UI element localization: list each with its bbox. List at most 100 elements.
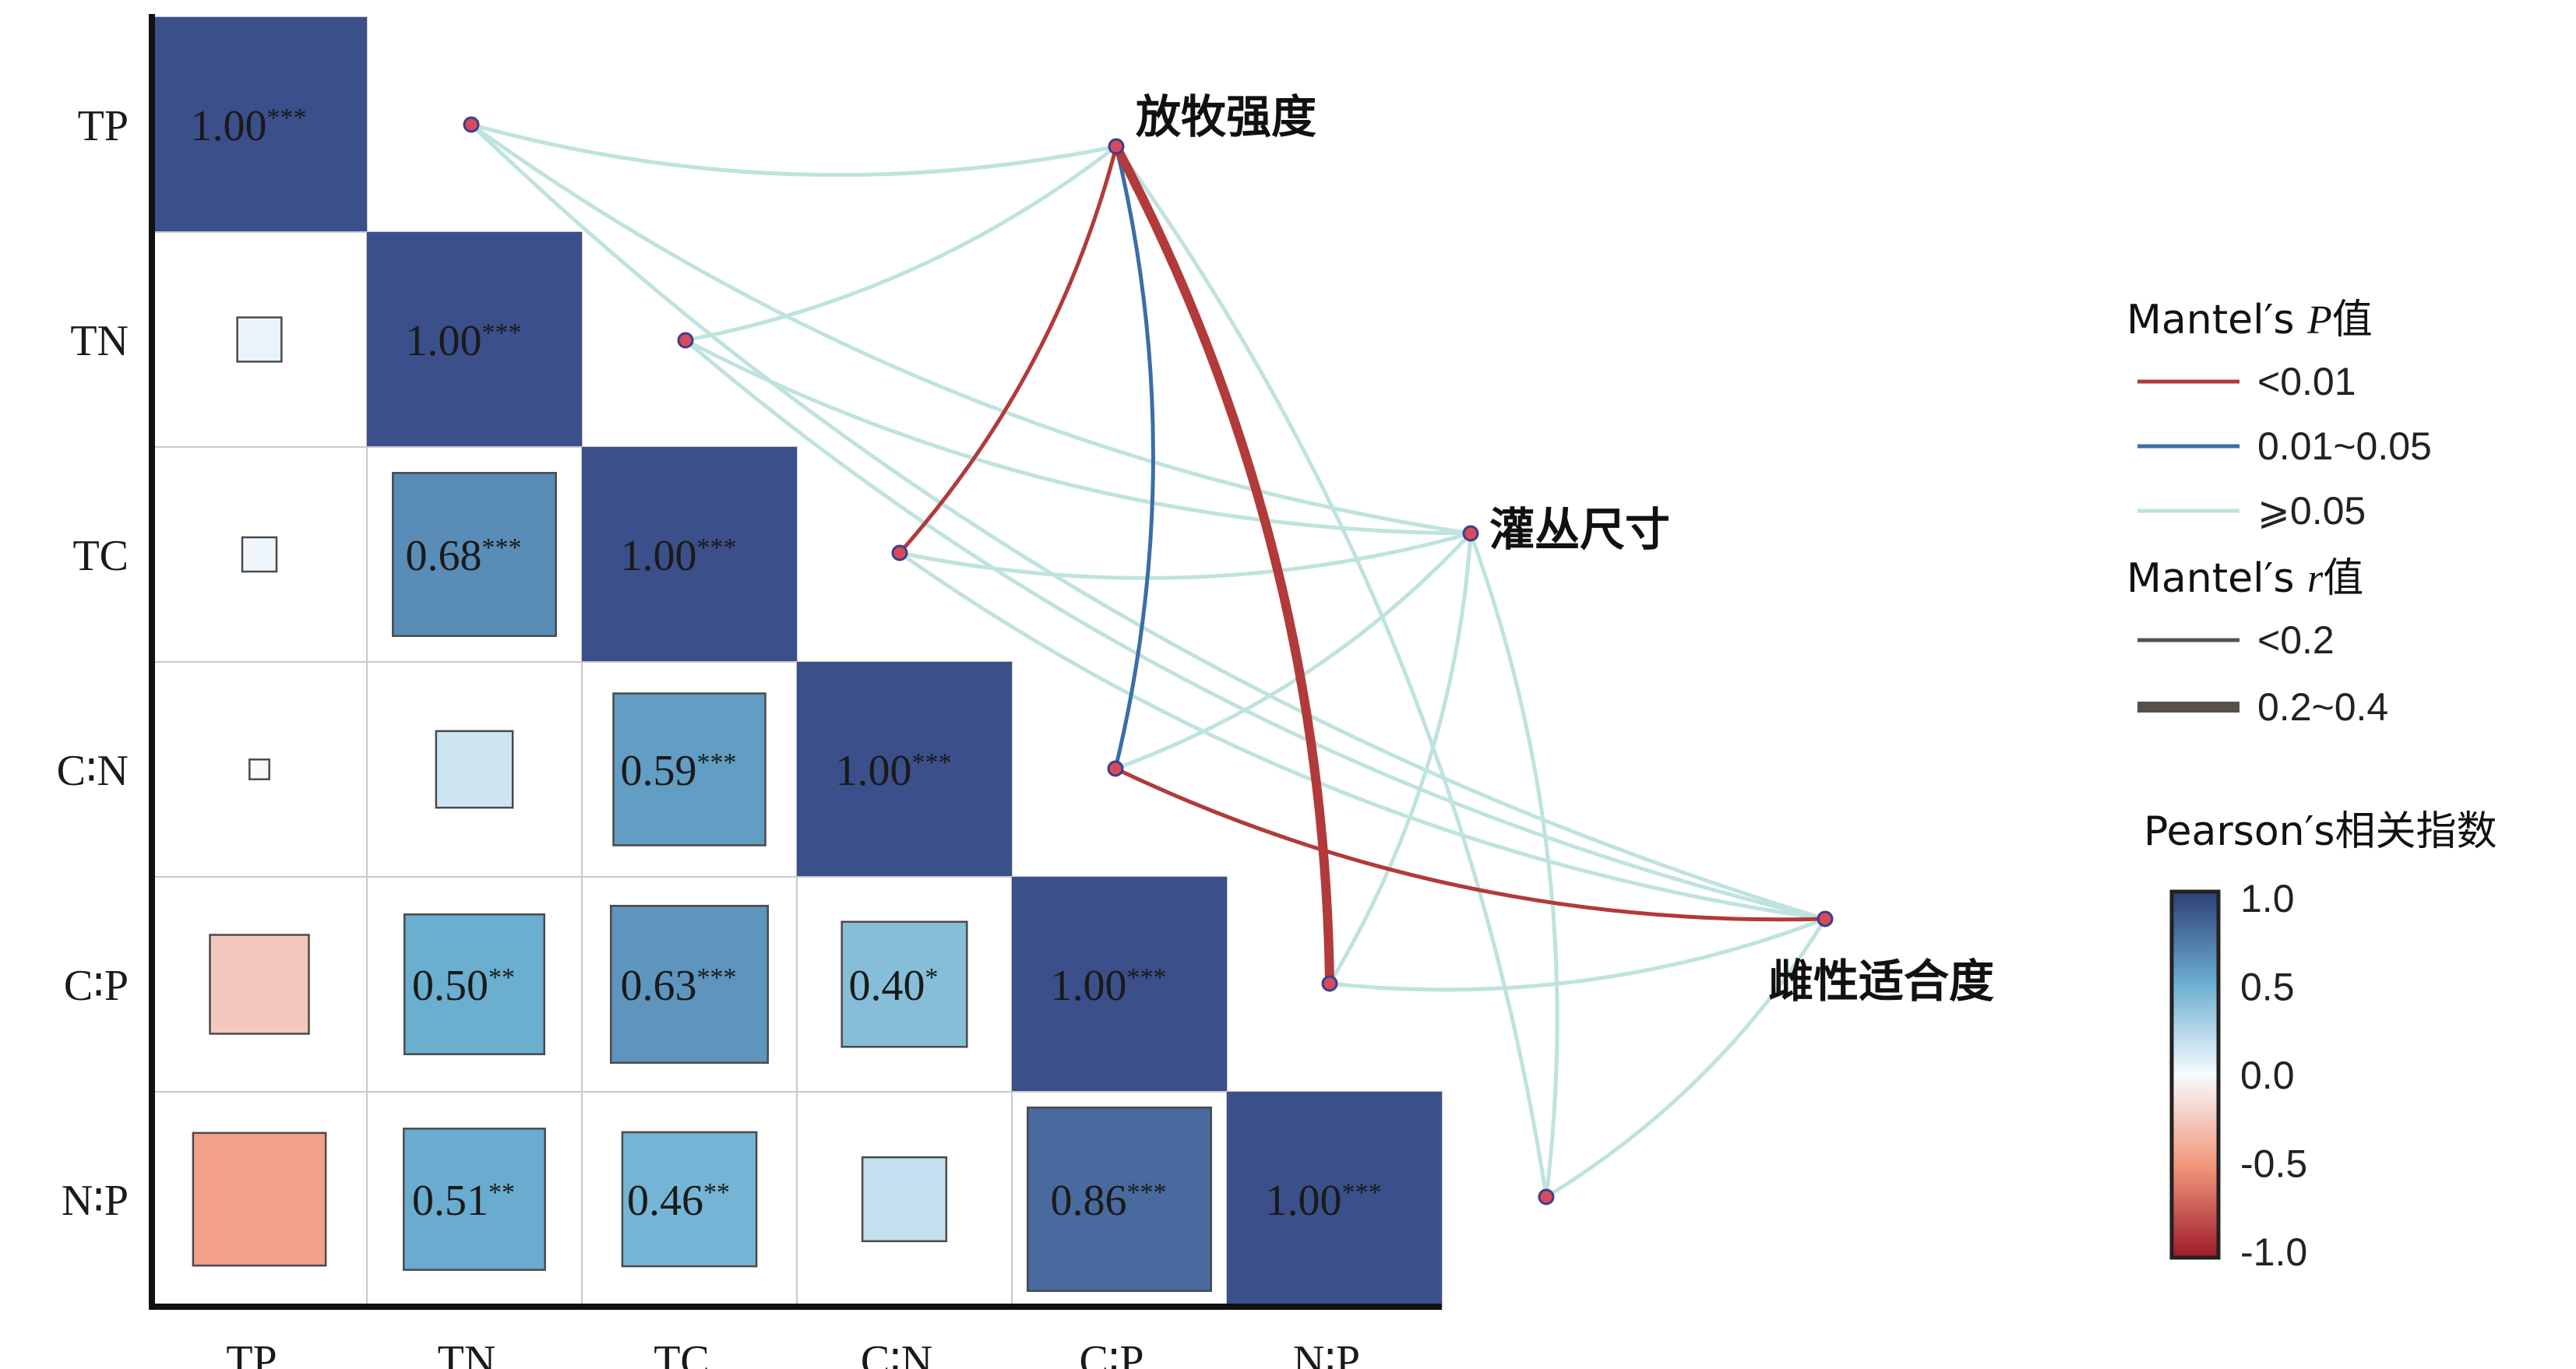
mantel-link-line — [897, 551, 1827, 921]
significance-stars: *** — [697, 748, 737, 777]
target-label: 放牧强度 — [1136, 90, 1316, 143]
correlation-square — [248, 758, 270, 780]
colorbar-title: Pearson′s相关指数 — [2144, 808, 2497, 855]
mantel-link-line — [1114, 144, 1549, 1199]
matrix-cell: 0.51** — [366, 1091, 583, 1307]
colorbar-tick-label: -0.5 — [2240, 1142, 2307, 1186]
mantel-link-line — [1113, 531, 1473, 771]
correlation-square — [435, 730, 514, 809]
correlation-square — [1027, 1107, 1212, 1292]
significance-stars: *** — [482, 318, 522, 347]
matrix-cell — [151, 661, 368, 878]
link-node-dot — [463, 116, 480, 133]
p-legend-label: ⩾0.05 — [2257, 489, 2366, 533]
link-node-dot — [1108, 138, 1125, 155]
mantel-links — [469, 122, 1827, 1199]
matrix-cell: 0.68*** — [366, 446, 583, 663]
p-legend-title: Mantel′s P值 — [2127, 297, 2373, 343]
colorbar-tick-label: 0.5 — [2240, 966, 2295, 1009]
p-legend-label: 0.01~0.05 — [2257, 424, 2432, 468]
significance-stars: ** — [488, 963, 515, 992]
matrix-cell: 1.00*** — [581, 446, 798, 663]
significance-stars: * — [925, 963, 939, 992]
matrix-cell — [796, 1091, 1013, 1307]
correlation-square — [236, 316, 283, 363]
link-node-dot — [1462, 525, 1479, 542]
target-label: 灌丛尺寸 — [1489, 503, 1670, 556]
correlation-square — [1012, 877, 1227, 1092]
r-legend-label: 0.2~0.4 — [2257, 685, 2388, 729]
matrix-cell — [366, 661, 583, 878]
y-tick-label: C∶N — [57, 747, 129, 795]
mantel-link-line — [683, 338, 1827, 921]
significance-stars: *** — [1127, 1178, 1167, 1207]
x-tick-label: TC — [654, 1337, 710, 1369]
correlation-square — [609, 904, 770, 1065]
significance-stars: *** — [1342, 1178, 1382, 1207]
highlight-frame — [1014, 1094, 1225, 1304]
target-label: 雌性适合度 — [1768, 955, 1994, 1008]
matrix-cell — [151, 446, 368, 663]
colorbar-tick-label: -1.0 — [2240, 1230, 2307, 1274]
significance-stars: *** — [697, 533, 737, 562]
correlation-square — [840, 920, 968, 1048]
matrix-cell: 1.00*** — [151, 16, 368, 233]
colorbar — [2169, 889, 2221, 1260]
matrix-cell: 0.59*** — [581, 661, 798, 878]
y-tick-label: TP — [78, 102, 129, 150]
y-tick-label: C∶P — [64, 962, 129, 1010]
link-node-dot — [677, 332, 694, 349]
mantel-link-line — [1327, 917, 1827, 992]
correlation-matrix: 1.00***1.00***0.68***1.00***0.59***1.00*… — [151, 16, 1443, 1307]
mantel-link-line — [897, 531, 1473, 580]
mantel-link-line — [1327, 531, 1473, 986]
significance-stars: *** — [482, 533, 522, 562]
significance-stars: *** — [267, 104, 307, 132]
matrix-cell: 1.00*** — [366, 231, 583, 448]
r-legend-title: Mantel′s r值 — [2127, 555, 2363, 602]
matrix-cell: 1.00*** — [796, 661, 1013, 878]
correlation-square — [582, 447, 797, 662]
link-node-dot — [1817, 910, 1834, 927]
correlation-square — [861, 1156, 948, 1243]
matrix-cell — [151, 1091, 368, 1307]
significance-stars: *** — [697, 963, 737, 992]
correlation-square — [209, 934, 310, 1035]
matrix-cell: 1.00*** — [1011, 876, 1228, 1093]
significance-stars: ** — [488, 1178, 515, 1207]
matrix-cell — [151, 876, 368, 1093]
matrix-cell: 0.63*** — [581, 876, 798, 1093]
x-tick-label: TP — [226, 1337, 277, 1369]
link-node-dot — [1107, 760, 1124, 777]
correlation-square — [241, 536, 278, 573]
x-tick-label: TN — [438, 1337, 496, 1369]
r-legend-label: <0.2 — [2257, 618, 2335, 662]
y-tick-label: N∶P — [62, 1177, 129, 1225]
x-tick-label: C∶N — [861, 1337, 932, 1369]
cell-value-label: 0.40* — [849, 962, 939, 1010]
matrix-cell: 0.40* — [796, 876, 1013, 1093]
correlation-square — [192, 1131, 327, 1267]
matrix-cell: 0.46** — [581, 1091, 798, 1307]
colorbar-tick-label: 1.0 — [2240, 877, 2295, 920]
mantel-link-line — [469, 122, 1119, 178]
x-tick-label: N∶P — [1293, 1337, 1360, 1369]
mantel-link-line — [469, 122, 1827, 921]
correlation-square — [403, 913, 546, 1056]
significance-stars: *** — [1127, 963, 1167, 992]
mantel-link-line — [469, 122, 1473, 536]
correlation-square — [612, 692, 766, 846]
link-node-dot — [1321, 975, 1338, 992]
correlation-square — [403, 1128, 546, 1271]
link-node-dot — [1538, 1188, 1555, 1205]
mantel-link-line — [1113, 766, 1827, 922]
link-node-dot — [891, 544, 908, 561]
x-tick-label: C∶P — [1079, 1337, 1144, 1369]
correlation-square — [621, 1131, 758, 1268]
mantel-link-line — [1113, 144, 1155, 771]
link-nodes — [463, 116, 1834, 1205]
matrix-cell: 1.00*** — [1226, 1091, 1443, 1307]
correlation-square — [1227, 1092, 1442, 1307]
